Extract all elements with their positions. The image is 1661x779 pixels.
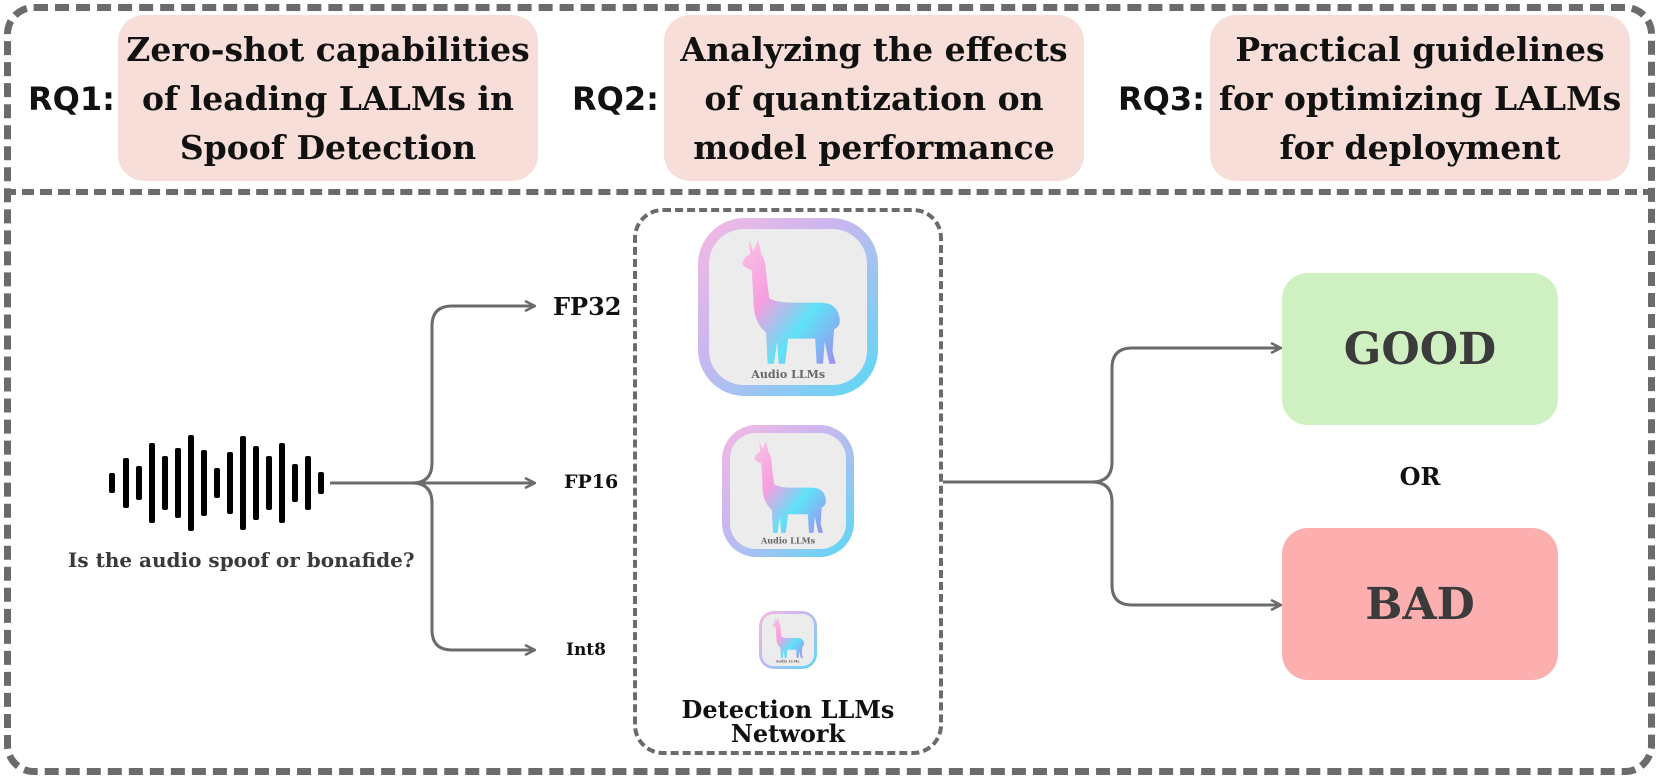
llama-icon: Audio LLMs <box>698 218 878 396</box>
network-title-line2: Network <box>730 719 846 748</box>
rq2-label: RQ2: <box>572 80 659 118</box>
llama-icon: Audio LLMs <box>722 425 854 557</box>
llama-icon: Audio LLMs <box>759 611 817 669</box>
format-int8: Int8 <box>566 640 606 660</box>
or-label: OR <box>1399 462 1441 491</box>
llama-icon-caption: Audio LLMs <box>750 368 825 381</box>
good-result-box: GOOD <box>1282 273 1558 425</box>
rq2-box: Analyzing the effects of quantization on… <box>664 15 1084 181</box>
input-question-caption: Is the audio spoof or bonafide? <box>68 548 415 572</box>
network-title-line1: Detection LLMs <box>681 695 895 724</box>
sound-waveform-icon <box>109 435 324 531</box>
rq1-label: RQ1: <box>28 80 115 118</box>
outer-frame <box>4 4 1655 775</box>
llama-icon-caption: Audio LLMs <box>760 535 816 545</box>
rq3-box: Practical guidelines for optimizing LALM… <box>1210 15 1630 181</box>
detection-llms-network-box <box>633 208 943 755</box>
section-divider <box>4 189 1655 195</box>
format-fp32: FP32 <box>553 292 622 321</box>
rq1-box: Zero-shot capabilities of leading LALMs … <box>118 15 538 181</box>
format-fp16: FP16 <box>564 471 619 493</box>
rq3-label: RQ3: <box>1118 80 1205 118</box>
llama-icon-caption: Audio LLMs <box>775 660 800 664</box>
bad-result-box: BAD <box>1282 528 1558 680</box>
